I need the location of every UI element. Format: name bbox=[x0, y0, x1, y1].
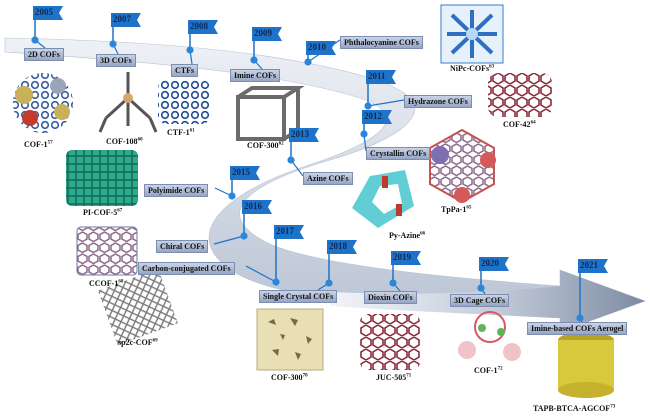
connector-line bbox=[367, 99, 405, 107]
timeline-pin bbox=[287, 156, 295, 164]
sp2c-cof-structure-image bbox=[98, 268, 178, 346]
structure-caption: COF-30070 bbox=[271, 373, 308, 382]
structure-caption: COF-10860 bbox=[106, 137, 143, 146]
cof-108-structure-image bbox=[98, 72, 158, 133]
structure-caption: COF-4264 bbox=[503, 120, 536, 129]
structure-caption: CCOF-168 bbox=[89, 279, 124, 288]
structure-caption: CTF-161 bbox=[167, 128, 195, 137]
event-label: 3D Cage COFs bbox=[450, 294, 510, 307]
single-crystal-cof-300-image bbox=[256, 308, 324, 371]
event-label: 3D COFs bbox=[96, 54, 136, 67]
year-label: 2020 bbox=[481, 258, 499, 268]
structure-caption: COF-172 bbox=[474, 366, 503, 375]
structure-caption: sp2c-COF69 bbox=[118, 338, 158, 347]
event-label: Dioxin COFs bbox=[364, 291, 417, 304]
structure-caption: NiPc-COFs63 bbox=[450, 64, 495, 73]
year-flag bbox=[578, 259, 608, 273]
timeline-pin bbox=[576, 314, 584, 322]
tppa-1-structure-image bbox=[429, 128, 496, 204]
timeline-pin bbox=[364, 102, 372, 110]
timeline-pin bbox=[228, 192, 236, 200]
ctf-1-structure-image bbox=[158, 80, 210, 124]
timeline-pin bbox=[31, 36, 39, 44]
juc-505-structure-image bbox=[360, 314, 420, 370]
event-label: Chiral COFs bbox=[156, 240, 209, 253]
year-flag bbox=[327, 240, 357, 254]
pi-cof-5-structure-image bbox=[66, 150, 138, 206]
aerogel-sample-image bbox=[558, 332, 614, 398]
year-label: 2005 bbox=[35, 7, 53, 17]
year-label: 2013 bbox=[291, 129, 309, 139]
year-flag bbox=[362, 110, 392, 124]
timeline-pin bbox=[186, 46, 194, 54]
year-flags bbox=[31, 6, 608, 322]
timeline-pin bbox=[477, 284, 485, 292]
cof-1-structure-image bbox=[13, 73, 73, 133]
year-label: 2010 bbox=[308, 42, 326, 52]
event-label: Polyimide COFs bbox=[144, 184, 209, 197]
ccof-1-structure-image bbox=[76, 226, 138, 276]
timeline-pin bbox=[304, 58, 312, 66]
year-label: 2009 bbox=[254, 28, 272, 38]
year-label: 2021 bbox=[580, 260, 598, 270]
structure-caption: JUC-50571 bbox=[376, 373, 412, 382]
year-label: 2015 bbox=[232, 167, 250, 177]
structure-caption: Py-Azine66 bbox=[389, 231, 426, 240]
year-flag bbox=[306, 41, 336, 55]
structure-caption: TpPa-165 bbox=[441, 205, 472, 214]
year-flag bbox=[391, 251, 421, 265]
cof-42-structure-image bbox=[488, 73, 552, 117]
timeline-pin bbox=[272, 278, 280, 286]
connector-line bbox=[213, 235, 245, 245]
year-flag bbox=[188, 20, 218, 34]
year-label: 2007 bbox=[113, 14, 131, 24]
year-flag bbox=[33, 6, 63, 20]
event-label: Phthalocyanine COFs bbox=[340, 36, 423, 49]
event-label: Imine COFs bbox=[230, 69, 280, 82]
structure-caption: COF-30062 bbox=[247, 141, 284, 150]
year-flag bbox=[274, 225, 304, 239]
year-flag bbox=[366, 70, 396, 84]
year-flag bbox=[479, 257, 509, 271]
timeline-pin bbox=[360, 130, 368, 138]
connector-line bbox=[245, 265, 277, 283]
year-flag bbox=[289, 128, 319, 142]
year-flag bbox=[111, 13, 141, 27]
event-label: Carbon-conjugated COFs bbox=[138, 262, 235, 275]
py-azine-structure-image bbox=[352, 170, 414, 228]
year-flag bbox=[242, 200, 272, 214]
structure-caption: PI-COF-567 bbox=[83, 208, 123, 217]
year-label: 2018 bbox=[329, 241, 347, 251]
nipc-cofs-structure-image bbox=[440, 4, 504, 64]
year-label: 2016 bbox=[244, 201, 262, 211]
year-label: 2008 bbox=[190, 21, 208, 31]
event-label: CTFs bbox=[171, 64, 199, 77]
event-label: Crystallin COFs bbox=[366, 147, 431, 160]
cof-1-cage-structure-image bbox=[458, 311, 521, 361]
timeline-pin bbox=[389, 279, 397, 287]
timeline-pin bbox=[325, 279, 333, 287]
timeline-pin bbox=[109, 40, 117, 48]
structure-caption: TAPB-BTCA-AGCOF73 bbox=[533, 404, 616, 413]
event-label: Imine-based COFs Aerogel bbox=[527, 322, 628, 335]
structure-caption: COF-157 bbox=[24, 140, 53, 149]
event-label: Azine COFs bbox=[303, 172, 353, 185]
event-label: Hydrazone COFs bbox=[404, 95, 472, 108]
year-label: 2017 bbox=[276, 226, 294, 236]
timeline-pin bbox=[250, 56, 258, 64]
event-label: Single Crystal COFs bbox=[259, 290, 338, 303]
year-flag bbox=[252, 27, 282, 41]
year-label: 2011 bbox=[368, 71, 386, 81]
timeline-pin bbox=[240, 232, 248, 240]
year-flag bbox=[230, 166, 260, 180]
event-label: 2D COFs bbox=[24, 48, 64, 61]
year-label: 2012 bbox=[364, 111, 382, 121]
year-label: 2019 bbox=[393, 252, 411, 262]
